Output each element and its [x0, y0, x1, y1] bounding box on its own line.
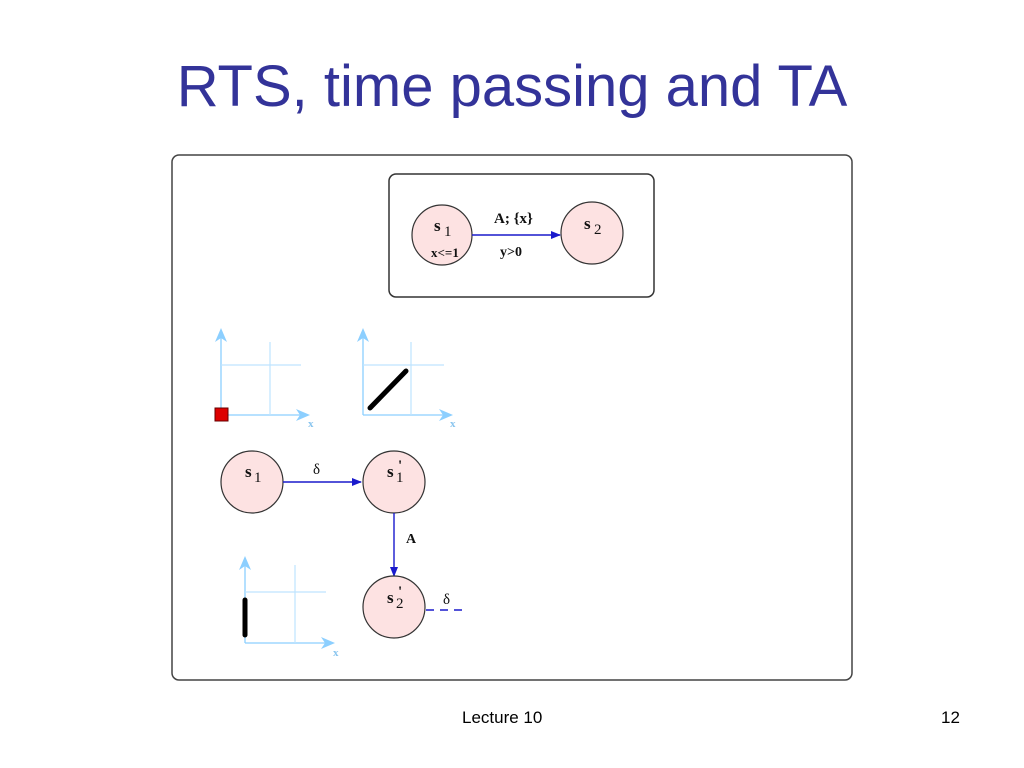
rts-state-s1-prime-sub: 1: [396, 470, 404, 486]
automaton-state-s2-sub: 2: [594, 222, 602, 238]
slide-title: RTS, time passing and TA: [176, 54, 848, 119]
rts-delay-label: δ: [313, 462, 320, 478]
rts-state-s1-prime-mark: ': [398, 458, 402, 474]
automaton-edge-action: A; {x}: [494, 211, 533, 227]
clock-plot-point: x: [214, 328, 314, 430]
plot1-point-marker: [214, 407, 229, 422]
rts-state-s2-prime-mark: ': [398, 584, 402, 600]
rts-action-label: A: [406, 532, 417, 547]
outer-frame: [171, 154, 853, 681]
rts-state-s1: [220, 450, 284, 514]
rts-pending-delay-label: δ: [443, 592, 450, 608]
rts-state-s1-sub: 1: [254, 470, 262, 486]
rts-state-s2-prime-sub: 2: [396, 596, 404, 612]
rts-state-s1-name: s: [245, 462, 252, 481]
footer-page-number: 12: [941, 708, 960, 727]
automaton-diagram: s 1 x<=1 s 2 A; {x} y>0: [411, 201, 624, 266]
footer-lecture: Lecture 10: [462, 708, 543, 727]
automaton-state-s2: [560, 201, 624, 265]
automaton-state-s1-sub: 1: [444, 224, 452, 240]
rts-state-s1-prime-name: s: [387, 462, 394, 481]
plot3-x-label: x: [333, 647, 339, 659]
plot1-x-label: x: [308, 418, 314, 430]
rts-state-s1-prime: [362, 450, 426, 514]
automaton-edge-guard: y>0: [500, 245, 522, 260]
automaton-state-s1-invariant: x<=1: [431, 245, 459, 260]
clock-plot-diagonal: x: [357, 328, 456, 430]
automaton-state-s1-name: s: [434, 216, 441, 235]
rts-state-s2-prime-name: s: [387, 588, 394, 607]
plot2-x-label: x: [450, 418, 456, 430]
clock-plot-vertical: x: [239, 556, 339, 659]
automaton-state-s2-name: s: [584, 214, 591, 233]
rts-state-s2-prime: [362, 575, 426, 639]
plot2-time-line: [367, 368, 409, 411]
rts-graph: s 1 δ s 1 ' A s 2 ' δ: [220, 450, 466, 639]
